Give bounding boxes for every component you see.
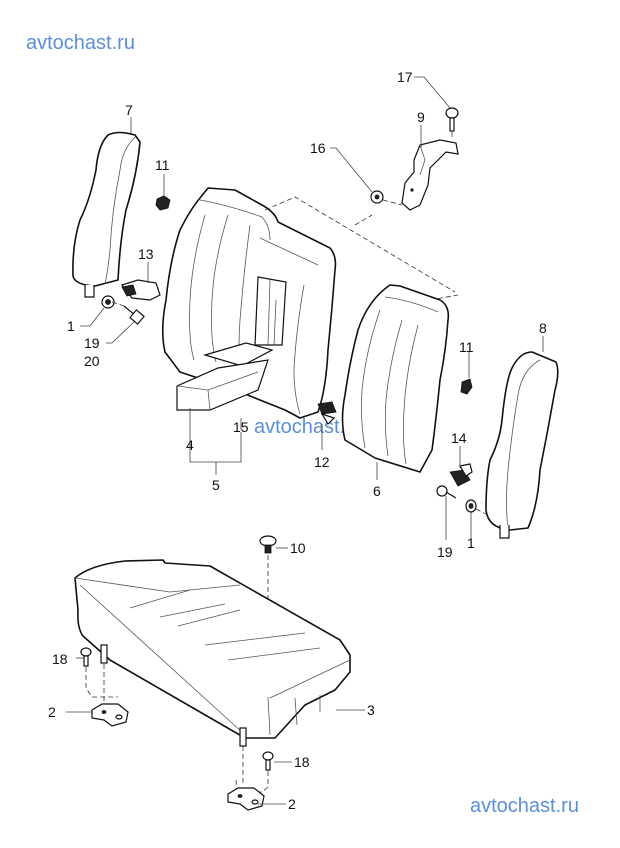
callout-19-left: 19	[84, 335, 100, 351]
callout-7: 7	[125, 102, 133, 118]
hinge-bracket-left	[91, 703, 129, 727]
headrest-left	[72, 131, 141, 298]
callout-15: 15	[233, 419, 249, 435]
washer-left	[101, 295, 115, 309]
watermark-top-left: avtochast.ru	[26, 32, 135, 54]
bolt-18-right	[235, 751, 274, 793]
guide-left	[155, 195, 171, 211]
callout-1-right: 1	[467, 535, 475, 551]
callout-2-left: 2	[48, 704, 56, 720]
hinge-bracket-right	[227, 787, 265, 811]
bolt-left	[111, 301, 145, 325]
callout-12: 12	[314, 454, 330, 470]
bracket	[401, 139, 459, 211]
callout-19-right: 19	[437, 544, 453, 560]
armrest	[176, 359, 269, 411]
bolt-18-left	[80, 647, 118, 698]
callout-1-left: 1	[67, 318, 75, 334]
latch	[317, 401, 337, 425]
clip	[259, 535, 277, 600]
bolt-top	[445, 107, 459, 140]
lock-right	[449, 463, 473, 487]
callout-11-left: 11	[155, 157, 170, 173]
callout-18-right: 18	[294, 754, 310, 770]
watermark-bottom-right: avtochast.ru	[470, 795, 579, 817]
callout-20: 20	[84, 353, 100, 369]
seat-cushion	[74, 559, 351, 739]
callout-17: 17	[397, 69, 413, 85]
callout-4: 4	[186, 437, 194, 453]
callout-14: 14	[451, 430, 467, 446]
nut	[370, 190, 403, 206]
armrest-cover	[202, 342, 274, 367]
callout-2-right: 2	[288, 796, 296, 812]
guide-right	[460, 378, 473, 395]
leader-lines	[66, 76, 544, 805]
callout-10: 10	[290, 540, 306, 556]
callout-16: 16	[310, 140, 326, 156]
lock-left	[120, 279, 161, 301]
callout-5: 5	[212, 477, 220, 493]
watermark-center: avtochast.ru	[254, 416, 363, 438]
headrest-right	[485, 351, 559, 539]
callout-6: 6	[373, 483, 381, 499]
seat-back-left	[161, 187, 337, 419]
seat-legs	[100, 644, 247, 785]
callout-11-right: 11	[459, 339, 474, 355]
callout-3: 3	[367, 702, 375, 718]
seat-back-right	[341, 284, 450, 473]
callout-9: 9	[417, 109, 425, 125]
callout-13: 13	[138, 246, 154, 262]
bolt-right	[436, 485, 457, 499]
callout-18-left: 18	[52, 651, 68, 667]
callout-8: 8	[539, 320, 547, 336]
